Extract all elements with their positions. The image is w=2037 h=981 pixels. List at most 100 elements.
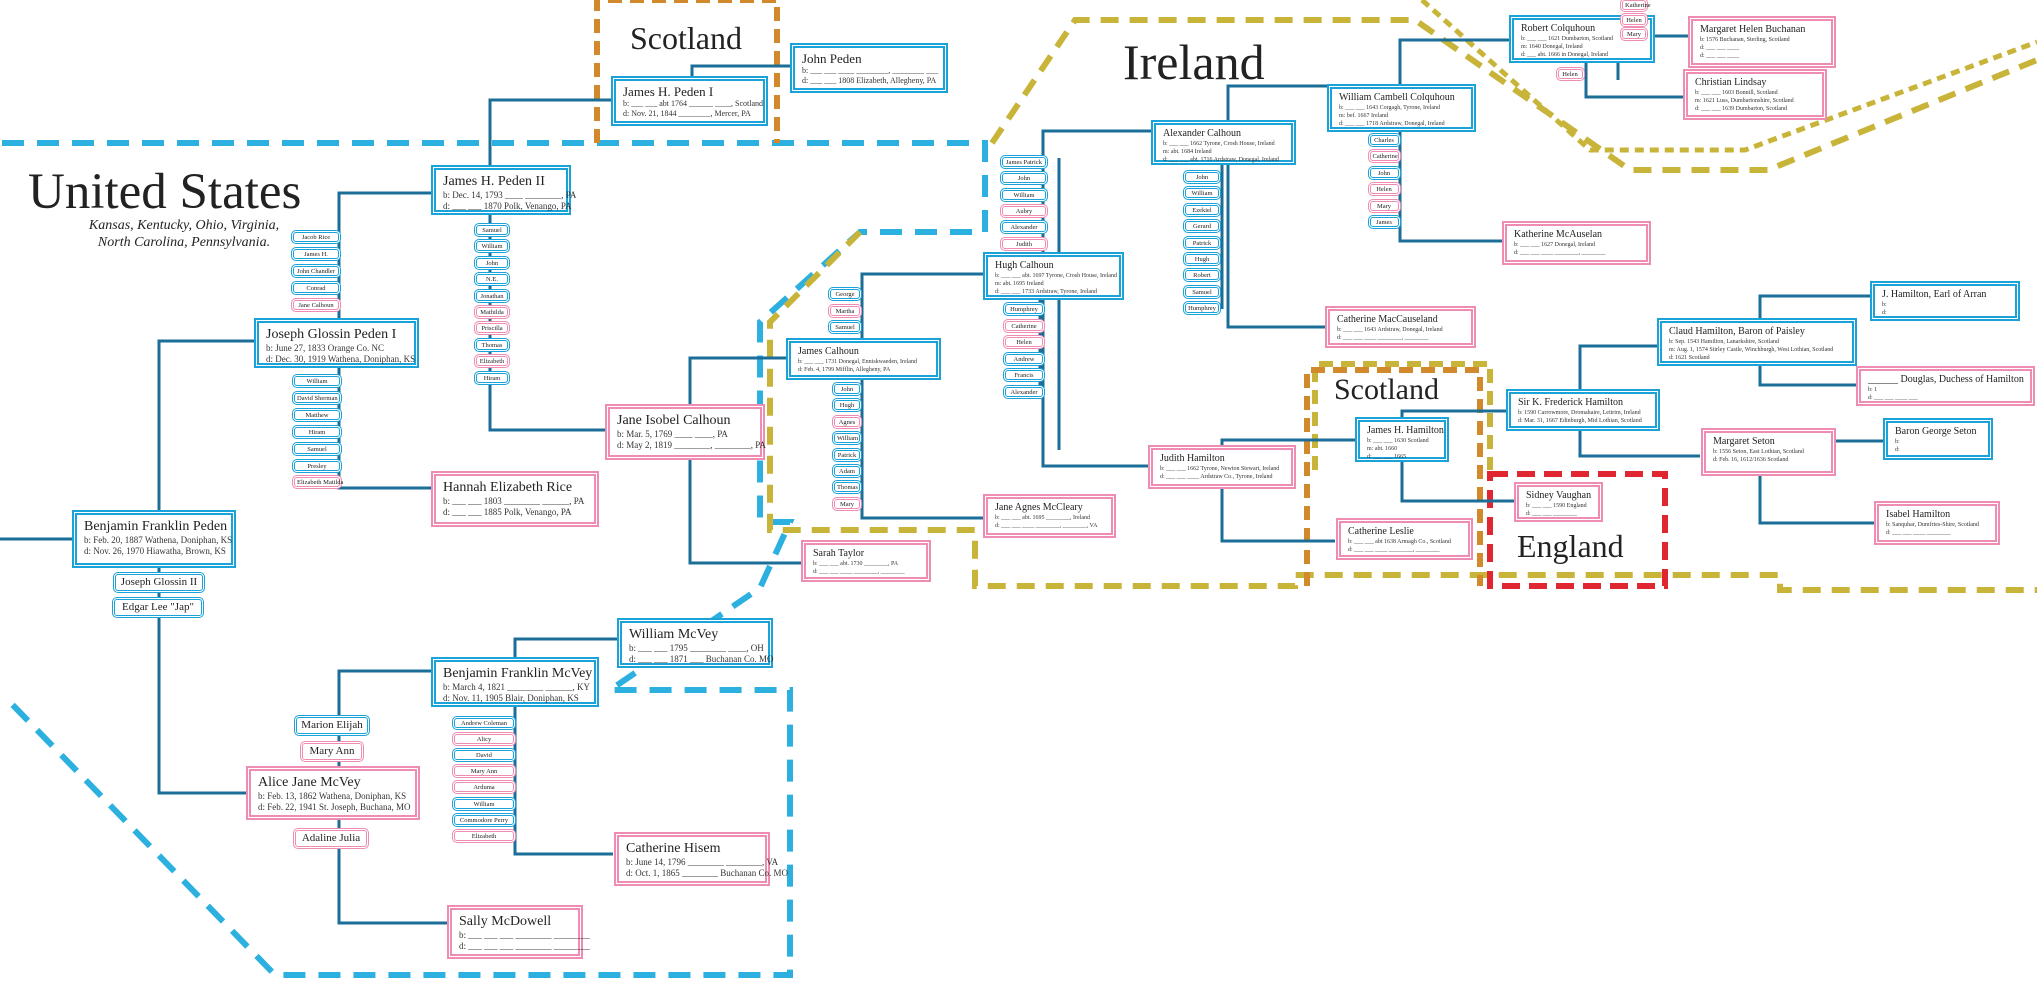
- sibling-pill[interactable]: William: [292, 374, 342, 388]
- sibling-pill[interactable]: John: [832, 382, 862, 396]
- sibling-pill[interactable]: Agnes: [832, 414, 862, 429]
- person-william-mcvey[interactable]: William McVey b: ___ ___ 1795 ________ _…: [617, 618, 774, 668]
- person-benjamin-franklin-mcvey[interactable]: Benjamin Franklin McVey b: March 4, 1821…: [431, 657, 599, 707]
- sibling-pill[interactable]: Martha: [828, 303, 862, 318]
- person-james-h-hamilton[interactable]: James H. Hamilton b: ___ ___ 1630 Scotla…: [1355, 417, 1449, 462]
- sibling-pill[interactable]: Elizabeth Matilda: [292, 475, 343, 490]
- sibling-pill[interactable]: Catherine: [1367, 149, 1401, 164]
- person-katherine-mcauselan[interactable]: Katherine McAuselan b: ___ ___ 1627 Done…: [1502, 221, 1651, 265]
- sibling-edgar-lee-jap[interactable]: Edgar Lee "Jap": [112, 597, 204, 618]
- sibling-pill[interactable]: Commodore Perry: [452, 812, 516, 827]
- person-isabel-hamilton[interactable]: Isabel Hamilton b: Sanquhar, Dumfries-Sh…: [1874, 501, 2000, 545]
- sibling-pill[interactable]: James H.: [291, 246, 341, 261]
- sibling-marion-elijah[interactable]: Marion Elijah: [294, 715, 370, 736]
- sibling-pill[interactable]: Aubry: [1000, 203, 1048, 218]
- person-james-h-peden-ii[interactable]: James H. Peden II b: Dec. 14, 1793 ____ …: [431, 165, 576, 215]
- sibling-pill[interactable]: Helen: [1620, 12, 1648, 27]
- person-sidney-vaughan[interactable]: Sidney Vaughan b: ___ ___ 1590 England d…: [1514, 482, 1603, 522]
- sibling-pill[interactable]: Helen: [1003, 335, 1045, 349]
- person-j-hamilton-earl-of-arran[interactable]: J. Hamilton, Earl of Arran b: d:: [1870, 281, 2020, 321]
- person-catherine-leslie[interactable]: Catherine Leslie b: ___ ___ abt 1638 Arm…: [1336, 518, 1473, 560]
- sibling-pill[interactable]: Priscilla: [474, 321, 510, 336]
- sibling-pill[interactable]: John Chandler: [291, 263, 341, 278]
- person-james-h-peden-i[interactable]: James H. Peden I b: ___ ___ abt 1764 ___…: [611, 76, 768, 126]
- person-alexander-calhoun[interactable]: Alexander Calhoun b: ___ ___ 1662 Tyrone…: [1151, 120, 1296, 165]
- sibling-pill[interactable]: Conrad: [291, 280, 341, 295]
- sibling-pill[interactable]: Jacob Rice: [291, 230, 341, 244]
- person-joseph-glossin-peden-i[interactable]: Joseph Glossin Peden I b: June 27, 1833 …: [254, 318, 419, 368]
- sibling-joseph-glossin-ii[interactable]: Joseph Glossin II: [113, 572, 205, 593]
- sibling-pill[interactable]: Mary Ann: [452, 764, 516, 779]
- sibling-pill[interactable]: James Patrick: [1000, 155, 1048, 169]
- sibling-pill[interactable]: Samuel: [474, 223, 510, 237]
- sibling-pill[interactable]: Patrick: [1183, 235, 1221, 250]
- sibling-pill[interactable]: Jonathan: [474, 288, 510, 303]
- sibling-pill[interactable]: Hugh: [1183, 252, 1221, 266]
- sibling-pill[interactable]: Samuel: [828, 320, 862, 334]
- person-hannah-elizabeth-rice[interactable]: Hannah Elizabeth Rice b: ___ ___ 1803 __…: [431, 471, 599, 527]
- sibling-pill[interactable]: Robert: [1183, 268, 1221, 283]
- sibling-pill[interactable]: Thomas: [474, 337, 510, 352]
- sibling-pill[interactable]: Mary: [1367, 198, 1401, 213]
- sibling-pill[interactable]: Andrew Coleman: [452, 716, 516, 730]
- sibling-pill[interactable]: Helen: [1367, 182, 1401, 197]
- person-catherine-hisem[interactable]: Catherine Hisem b: June 14, 1796 _______…: [614, 832, 788, 886]
- sibling-pill[interactable]: Humphrey: [1003, 302, 1045, 316]
- person-sir-k-frederick-hamilton[interactable]: Sir K. Frederick Hamilton b: 1590 Carrow…: [1506, 389, 1660, 431]
- sibling-mary-ann[interactable]: Mary Ann: [300, 741, 364, 762]
- person-jane-isobel-calhoun[interactable]: Jane Isobel Calhoun b: Mar. 5, 1769 ____…: [605, 404, 766, 460]
- sibling-pill[interactable]: John: [1367, 165, 1401, 180]
- sibling-pill[interactable]: David Sherman: [292, 390, 342, 405]
- sibling-pill[interactable]: Alicy: [452, 732, 516, 747]
- sibling-pill[interactable]: John: [1183, 170, 1221, 184]
- sibling-pill[interactable]: Katherine: [1620, 0, 1651, 12]
- sibling-pill[interactable]: Charles: [1367, 133, 1401, 147]
- sibling-pill[interactable]: Thomas: [832, 480, 862, 495]
- person-hugh-calhoun[interactable]: Hugh Calhoun b: ___ ___ abt. 1697 Tyrone…: [983, 252, 1124, 300]
- person-sally-mcdowell[interactable]: Sally McDowell b: ___ ___ ___ ________ _…: [447, 905, 590, 959]
- sibling-pill[interactable]: Helen: [1555, 67, 1585, 81]
- sibling-pill[interactable]: Samuel: [1183, 284, 1221, 299]
- sibling-pill[interactable]: John: [1000, 171, 1048, 186]
- sibling-pill[interactable]: Adam: [832, 464, 862, 478]
- sibling-pill[interactable]: William: [1183, 186, 1221, 201]
- person-douglas-duchess-of-hamilton[interactable]: ______ Douglas, Duchess of Hamilton b: 1…: [1856, 366, 2035, 406]
- sibling-pill[interactable]: George: [828, 287, 862, 301]
- sibling-pill[interactable]: Hugh: [832, 398, 862, 413]
- sibling-pill[interactable]: Francis: [1003, 368, 1045, 382]
- sibling-adaline-julia[interactable]: Adaline Julia: [293, 828, 369, 849]
- person-baron-george-seton[interactable]: Baron George Seton b: d:: [1883, 418, 1993, 460]
- sibling-pill[interactable]: Gerard: [1183, 219, 1221, 234]
- sibling-pill[interactable]: Arduma: [452, 780, 516, 795]
- sibling-pill[interactable]: David: [452, 748, 516, 763]
- person-judith-hamilton[interactable]: Judith Hamilton b: ___ ___ 1662 Tyrone, …: [1148, 445, 1296, 489]
- person-margaret-seton[interactable]: Margaret Seton b: 1556 Seton, East Lothi…: [1701, 428, 1836, 476]
- person-james-calhoun[interactable]: James Calhoun b: ___ ___ 1731 Donegal, E…: [786, 338, 941, 380]
- sibling-pill[interactable]: Alexander: [1003, 384, 1045, 399]
- sibling-pill[interactable]: Ezekiel: [1183, 202, 1221, 217]
- person-christian-lindsay[interactable]: Christian Lindsay b: ___ ___ 1603 Bonnil…: [1683, 69, 1827, 120]
- sibling-pill[interactable]: Hiram: [474, 370, 510, 385]
- sibling-pill[interactable]: Samuel: [292, 441, 342, 456]
- sibling-pill[interactable]: Andrew: [1003, 351, 1045, 366]
- person-alice-jane-mcvey[interactable]: Alice Jane McVey b: Feb. 13, 1862 Wathen…: [246, 766, 420, 820]
- person-jane-agnes-mccleary[interactable]: Jane Agnes McCleary b: ___ ___ abt. 1695…: [983, 494, 1116, 538]
- sibling-pill[interactable]: William: [452, 796, 516, 811]
- sibling-pill[interactable]: Mary: [832, 496, 862, 511]
- sibling-pill[interactable]: Patrick: [832, 447, 862, 462]
- sibling-pill[interactable]: Elizabeth: [474, 354, 510, 369]
- sibling-pill[interactable]: Mathilda: [474, 305, 510, 319]
- person-benjamin-franklin-peden[interactable]: Benjamin Franklin Peden b: Feb. 20, 1887…: [72, 510, 236, 568]
- sibling-pill[interactable]: William: [832, 431, 862, 446]
- sibling-pill[interactable]: John: [474, 255, 510, 270]
- sibling-pill[interactable]: Mary: [1620, 27, 1648, 41]
- person-john-peden[interactable]: John Peden b: ___ ___ ____ ________, ___…: [790, 43, 948, 93]
- sibling-pill[interactable]: James: [1367, 215, 1401, 229]
- sibling-pill[interactable]: N.E.: [474, 272, 510, 287]
- person-catherine-maccauseland[interactable]: Catherine MacCauseland b: ___ ___ 1643 A…: [1325, 306, 1476, 348]
- person-claud-hamilton-baron-of-paisley[interactable]: Claud Hamilton, Baron of Paisley b: Sep.…: [1657, 318, 1857, 366]
- person-margaret-helen-buchanan[interactable]: Margaret Helen Buchanan b: 1576 Buchanan…: [1688, 16, 1836, 68]
- sibling-pill[interactable]: Humphrey: [1183, 301, 1221, 316]
- sibling-pill[interactable]: Matthew: [292, 407, 342, 422]
- sibling-pill[interactable]: Catherine: [1003, 318, 1045, 333]
